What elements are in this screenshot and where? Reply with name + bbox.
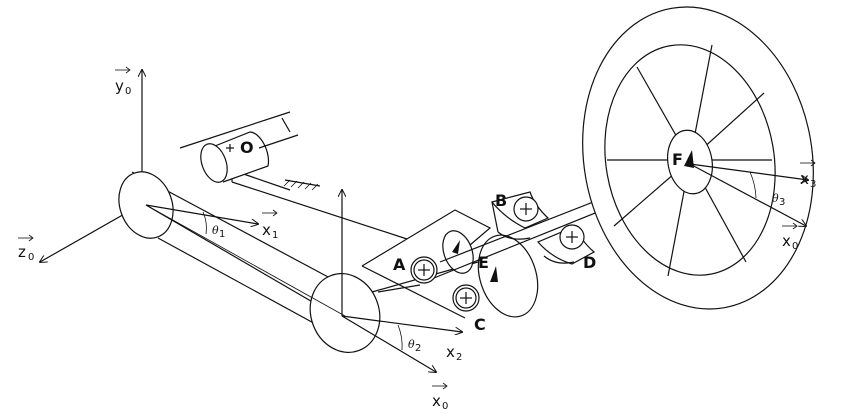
svg-text:3: 3	[810, 179, 816, 190]
svg-text:2: 2	[415, 343, 421, 354]
label-y0: y 0	[115, 66, 131, 97]
svg-text:0: 0	[442, 401, 448, 412]
svg-text:1: 1	[272, 230, 278, 241]
svg-text:0: 0	[125, 86, 131, 97]
svg-text:z: z	[18, 243, 26, 261]
svg-text:θ: θ	[772, 192, 779, 205]
point-label-c: C	[474, 315, 486, 334]
x2-x0-group	[341, 315, 462, 372]
point-label-e: E	[478, 253, 489, 272]
point-label-o: O	[240, 138, 254, 157]
point-label-a: A	[393, 255, 406, 274]
x3-x0-group	[689, 163, 808, 226]
label-x0-right: x 0	[782, 222, 798, 252]
x1-axis-group	[145, 204, 258, 235]
base-frame	[40, 70, 142, 262]
label-z0: z 0	[18, 234, 34, 263]
label-x3: x 3	[800, 159, 816, 190]
svg-text:2: 2	[456, 352, 462, 363]
svg-text:θ: θ	[212, 224, 219, 237]
theta2-arc	[397, 324, 403, 351]
svg-text:x: x	[262, 221, 271, 239]
svg-text:0: 0	[792, 241, 798, 252]
point-label-b: B	[495, 191, 507, 210]
label-x2: x 2	[446, 343, 462, 363]
x3-axis	[689, 163, 808, 180]
crank-bar	[118, 171, 381, 353]
svg-text:y: y	[115, 77, 124, 95]
svg-text:x: x	[432, 392, 441, 410]
svg-text:1: 1	[219, 229, 225, 240]
label-theta1: θ 1	[212, 224, 225, 240]
disc-e: E	[477, 234, 539, 318]
svg-text:θ: θ	[408, 338, 415, 351]
x2-axis	[341, 315, 462, 332]
point-label-f: F	[672, 150, 683, 169]
label-x0-bottom: x 0	[432, 382, 448, 412]
theta1-arc	[202, 211, 207, 235]
label-theta2: θ 2	[408, 338, 421, 354]
x0-axis-bottom	[341, 315, 436, 372]
label-theta3: θ 3	[772, 192, 785, 208]
pivot-cylinder-o: O	[179, 111, 299, 183]
ground-link	[231, 169, 411, 241]
crank-end-right	[309, 273, 381, 353]
svg-text:x: x	[782, 232, 791, 250]
point-label-d: D	[583, 253, 596, 272]
gear-c: C	[452, 284, 486, 334]
x1-axis	[145, 204, 258, 224]
wheel-f: F	[582, 6, 814, 310]
label-x1: x 1	[262, 209, 278, 241]
svg-text:x: x	[800, 170, 809, 188]
svg-text:3: 3	[779, 197, 785, 208]
svg-text:x: x	[446, 343, 455, 361]
x0-axis-right	[689, 163, 806, 226]
gear-a: A	[393, 255, 438, 284]
saddle-d: D	[537, 224, 596, 272]
wheel-inner-rim	[604, 44, 776, 276]
saddle-b: B	[490, 191, 550, 240]
svg-text:0: 0	[28, 252, 34, 263]
disc-near-a	[442, 230, 474, 274]
theta3-arc	[749, 171, 757, 199]
